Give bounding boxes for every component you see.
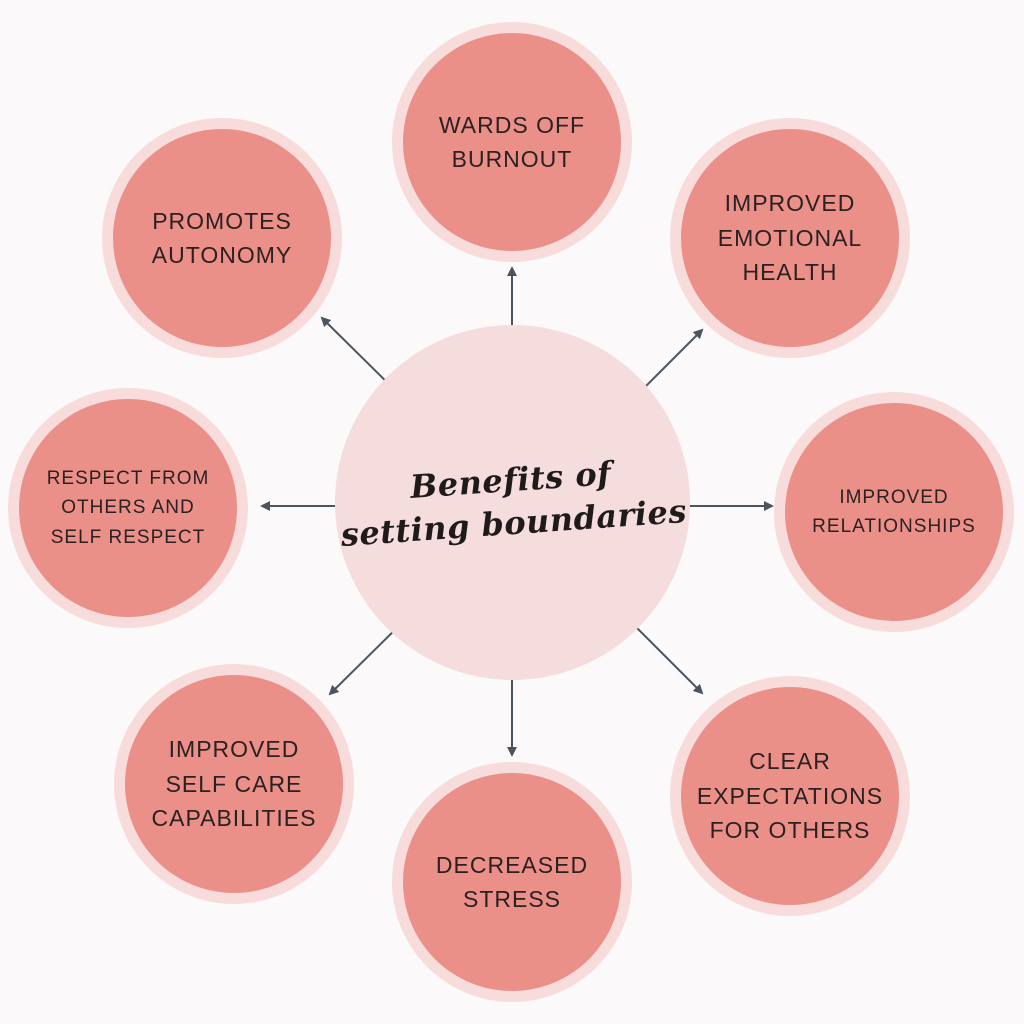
- node-improved-relationships: IMPROVED RELATIONSHIPS: [774, 392, 1014, 632]
- diagram-title: Benefits of setting boundaries: [337, 447, 689, 557]
- node-label: IMPROVED SELF CARE CAPABILITIES: [151, 736, 317, 832]
- node-improved-emotional-health: IMPROVED EMOTIONAL HEALTH: [670, 118, 910, 358]
- title-line-2: setting boundaries: [339, 492, 689, 555]
- node-label: WARDS OFF BURNOUT: [438, 111, 586, 173]
- node-improved-self-care: IMPROVED SELF CARE CAPABILITIES: [114, 664, 354, 904]
- center-hub: Benefits of setting boundaries: [335, 325, 690, 680]
- node-decreased-stress: DECREASED STRESS: [392, 762, 632, 1002]
- node-label: IMPROVED RELATIONSHIPS: [812, 486, 976, 537]
- node-label: DECREASED STRESS: [435, 851, 589, 913]
- node-label: IMPROVED EMOTIONAL HEALTH: [717, 190, 863, 286]
- node-label: RESPECT FROM OTHERS AND SELF RESPECT: [46, 467, 210, 548]
- node-label: PROMOTES AUTONOMY: [151, 207, 293, 269]
- node-respect: RESPECT FROM OTHERS AND SELF RESPECT: [8, 388, 248, 628]
- node-clear-expectations: CLEAR EXPECTATIONS FOR OTHERS: [670, 676, 910, 916]
- node-promotes-autonomy: PROMOTES AUTONOMY: [102, 118, 342, 358]
- node-label: CLEAR EXPECTATIONS FOR OTHERS: [696, 748, 884, 844]
- node-wards-off-burnout: WARDS OFF BURNOUT: [392, 22, 632, 262]
